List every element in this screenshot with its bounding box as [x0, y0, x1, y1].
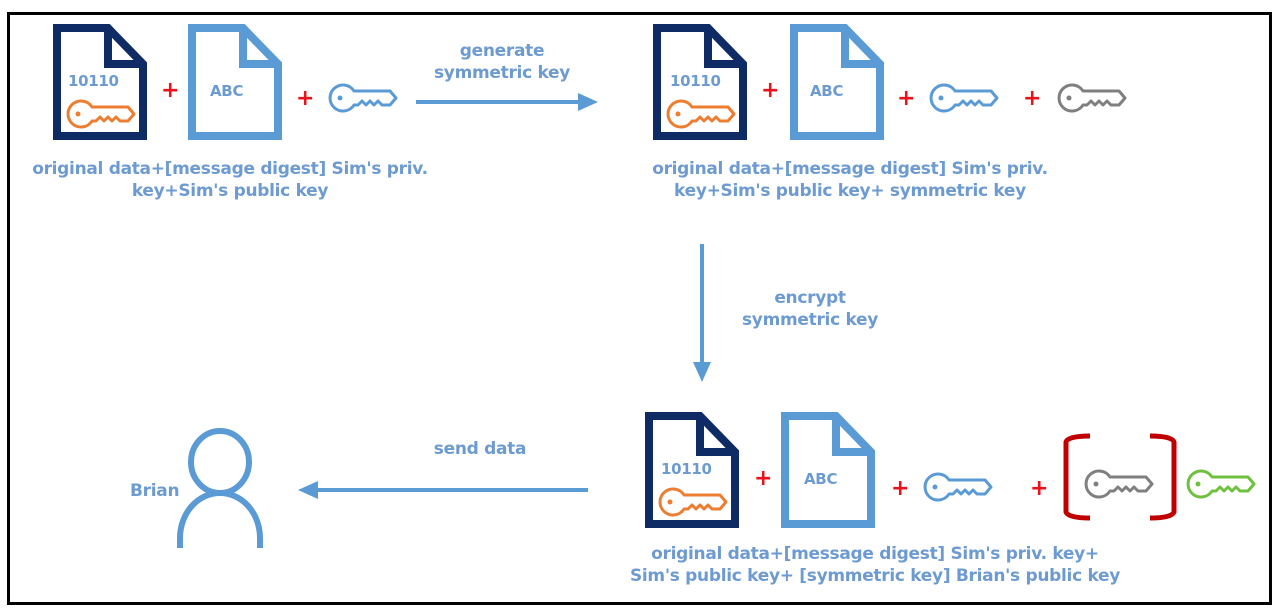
caption-line: original data+[message digest] Sim's pri…	[32, 159, 428, 179]
plain-document-icon	[790, 24, 884, 140]
plus-sign: +	[891, 476, 910, 501]
caption-line: Sim's public key+ [symmetric key] Brian'…	[629, 566, 1121, 586]
arrow-label-line: symmetric key	[741, 310, 879, 330]
arrow-label-line: encrypt	[774, 288, 846, 308]
caption-line: key+Sim's public key+ symmetric key	[674, 181, 1026, 201]
plus-sign: +	[161, 78, 180, 103]
blue-key-icon	[929, 80, 1001, 116]
blue-key-icon	[328, 80, 400, 116]
generate-arrow-label: generate symmetric key	[412, 40, 592, 84]
plain-document-icon	[781, 412, 875, 528]
green-key-icon	[1186, 466, 1258, 502]
person-icon	[177, 428, 263, 548]
plus-sign: +	[1023, 86, 1042, 111]
binary-text: 10110	[661, 460, 712, 478]
orange-key-icon	[66, 96, 138, 132]
signed-document-icon	[653, 24, 747, 140]
caption-line: key+Sim's public key	[131, 181, 329, 201]
step3-caption: original data+[message digest] Sim's pri…	[615, 543, 1135, 587]
abc-text: ABC	[210, 82, 244, 100]
caption-line: original data+[message digest] Sim's pri…	[651, 544, 1099, 564]
signed-document-icon	[53, 24, 147, 140]
encrypt-arrow-label: encrypt symmetric key	[720, 287, 900, 331]
step2-caption: original data+[message digest] Sim's pri…	[610, 158, 1090, 202]
send-arrow-label: send data	[433, 439, 527, 459]
caption-line: original data+[message digest] Sim's pri…	[652, 159, 1048, 179]
plain-document-icon	[188, 24, 282, 140]
encryption-bracket-icon	[1063, 433, 1177, 521]
plus-sign: +	[1030, 476, 1049, 501]
arrow-label-line: generate	[459, 41, 545, 61]
right-arrow-icon	[416, 93, 598, 111]
blue-key-icon	[923, 469, 995, 505]
abc-text: ABC	[810, 82, 844, 100]
plus-sign: +	[296, 86, 315, 111]
signed-document-icon	[645, 412, 739, 528]
binary-text: 10110	[68, 72, 119, 90]
down-arrow-icon	[693, 244, 711, 382]
plus-sign: +	[754, 466, 773, 491]
orange-key-icon	[666, 96, 738, 132]
step1-caption: original data+[message digest] Sim's pri…	[0, 158, 460, 202]
plus-sign: +	[761, 78, 780, 103]
binary-text: 10110	[670, 72, 721, 90]
arrow-label-line: symmetric key	[433, 63, 571, 83]
left-arrow-icon	[298, 481, 588, 499]
gray-key-icon	[1084, 466, 1156, 502]
gray-key-icon	[1057, 80, 1129, 116]
abc-text: ABC	[804, 470, 838, 488]
plus-sign: +	[897, 86, 916, 111]
recipient-name: Brian	[130, 481, 180, 501]
orange-key-icon	[658, 484, 730, 520]
